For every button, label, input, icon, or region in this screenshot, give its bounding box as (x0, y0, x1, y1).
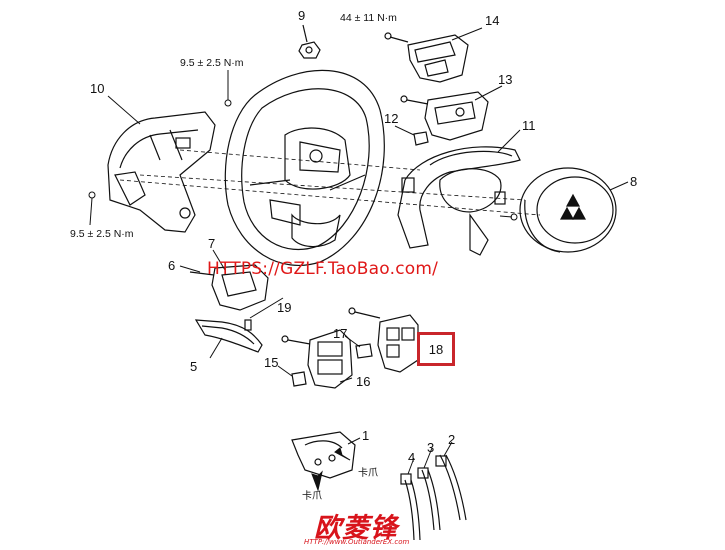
label-part-13: 13 (498, 72, 512, 87)
label-part-4: 4 (408, 450, 415, 465)
lower-cover-10 (107, 111, 216, 233)
claw-label-bottom: 卡爪 (302, 489, 322, 502)
steering-wheel (224, 69, 385, 267)
clip-17 (355, 343, 373, 359)
label-part-14: 14 (485, 13, 499, 28)
screw-19 (244, 319, 252, 331)
label-part-18: 18 (428, 341, 444, 357)
label-part-17: 17 (333, 326, 347, 341)
label-part-1: 1 (362, 428, 369, 443)
label-part-7: 7 (208, 236, 215, 251)
torque-spec-lower-left: 9.5 ± 2.5 N·m (70, 228, 134, 240)
highlight-box-part-18: 18 (417, 332, 455, 366)
claw-arrows (311, 447, 351, 492)
label-part-3: 3 (427, 440, 434, 455)
switch-7 (189, 264, 269, 311)
wire-4 (400, 473, 421, 541)
cover-1 (291, 431, 356, 479)
airbag-module-8 (519, 167, 617, 253)
label-part-8: 8 (630, 174, 637, 189)
switch-13 (400, 91, 489, 141)
wire-2 (435, 454, 467, 521)
claw-label-right: 卡爪 (358, 466, 378, 479)
assembly-lines (119, 149, 541, 216)
label-part-10: 10 (90, 81, 104, 96)
label-part-2: 2 (448, 432, 455, 447)
bolts (88, 99, 518, 221)
upper-cover-11 (397, 146, 521, 256)
clip-15 (291, 371, 307, 387)
brand-logo: 欧菱锋 (314, 513, 398, 544)
wire-3 (417, 467, 441, 531)
switch-14 (384, 32, 469, 83)
brand-logo-url: HTTP://www.OutlanderEX.com (304, 538, 410, 546)
switch-18 (348, 307, 419, 373)
label-part-11: 11 (522, 118, 536, 133)
nut-9 (298, 24, 321, 59)
torque-spec-upper-left: 9.5 ± 2.5 N·m (180, 57, 244, 69)
label-part-6: 6 (168, 258, 175, 273)
clip-12 (413, 131, 429, 146)
label-part-19: 19 (277, 300, 291, 315)
watermark-url: HTTPS://GZLF.TaoBao.com/ (207, 259, 439, 279)
torque-spec-top: 44 ± 11 N·m (340, 12, 397, 24)
label-part-5: 5 (190, 359, 197, 374)
label-part-12: 12 (384, 111, 398, 126)
leader-lines (89, 27, 629, 475)
label-part-15: 15 (264, 355, 278, 370)
switch-16 (281, 329, 353, 389)
label-part-9: 9 (298, 8, 305, 23)
cover-5 (194, 319, 263, 353)
label-part-16: 16 (356, 374, 370, 389)
